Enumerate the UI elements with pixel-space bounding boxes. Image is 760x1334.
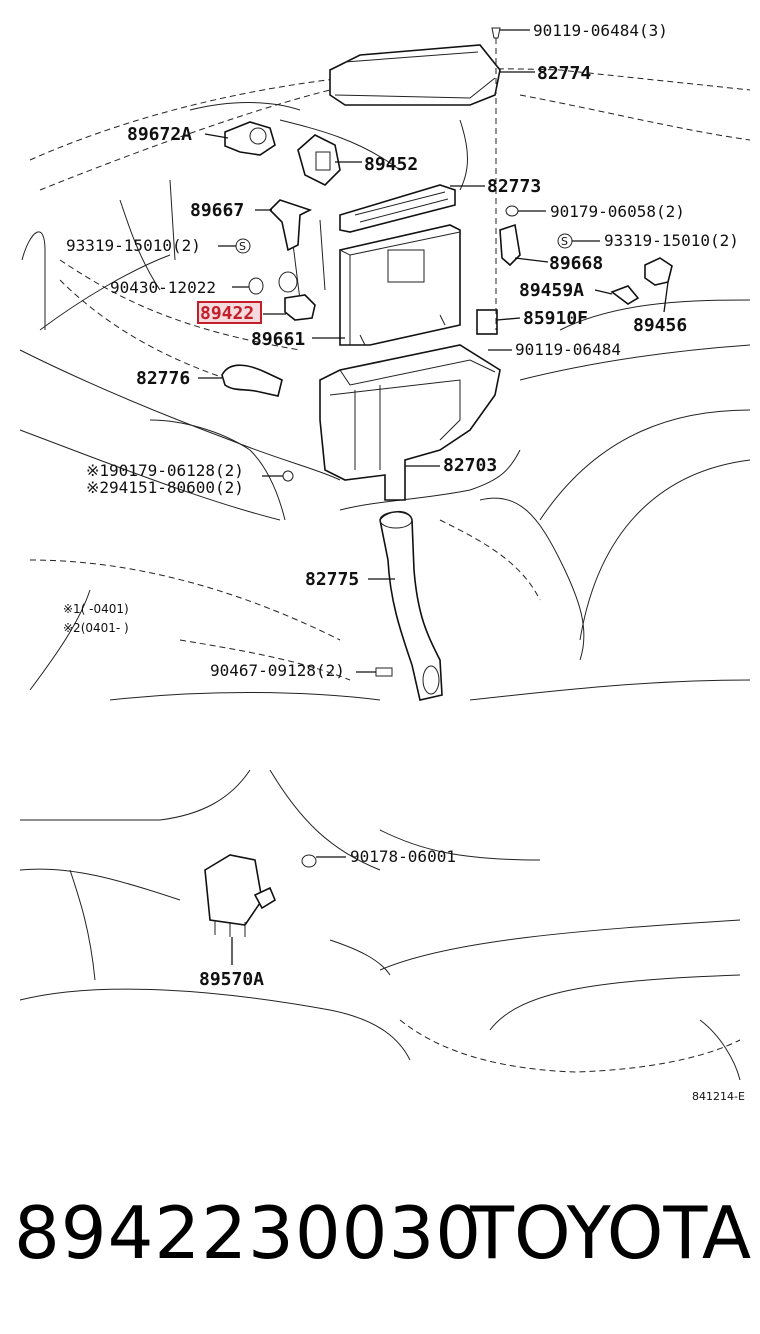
- callout-89456: 89456: [633, 315, 687, 336]
- nut-90178: [301, 854, 317, 868]
- grommet-left: S: [235, 238, 251, 254]
- nut-90179-06128: [282, 470, 294, 482]
- relay-89570a: [204, 854, 263, 937]
- lower-contours: [19, 769, 741, 1081]
- relay-box-cover: [329, 44, 501, 106]
- footnote-1: ※1( -0401): [63, 602, 129, 616]
- callout-90178-06001: 90178-06001: [350, 847, 456, 866]
- callout-90430-12022: 90430-12022: [110, 278, 216, 297]
- ecu-cover-bracket: [339, 184, 456, 233]
- footnote-2: ※2(0401- ): [63, 621, 129, 635]
- callout-89668: 89668: [549, 253, 603, 274]
- callout-94151-80600: ※294151-80600(2): [86, 478, 244, 497]
- footer-part-number: 8942230030: [14, 1191, 483, 1275]
- clip-lower: [253, 886, 277, 910]
- body-contours: [19, 68, 751, 701]
- callout-89570a: 89570A: [199, 969, 264, 990]
- callout-89672a: 89672A: [127, 124, 192, 145]
- sensor-89422: [278, 271, 316, 321]
- sensor-89456: [644, 257, 673, 286]
- nut-90179-06058: [505, 205, 519, 217]
- callout-82776: 82776: [136, 368, 190, 389]
- callout-85910f: 85910F: [523, 308, 588, 329]
- callout-93319-15010-left: 93319-15010(2): [66, 236, 201, 255]
- drawing-code: 841214-E: [692, 1090, 745, 1103]
- ecu-unit: [339, 224, 461, 346]
- callout-90467-09128: 90467-09128(2): [210, 661, 345, 680]
- sensor-89452: [297, 134, 341, 186]
- callout-89667: 89667: [190, 200, 244, 221]
- highlight-box: [197, 301, 262, 324]
- callout-90179-06128: ※190179-06128(2): [86, 461, 244, 480]
- callout-90119-06484-3: 90119-06484(3): [533, 21, 668, 40]
- callout-82703: 82703: [443, 455, 497, 476]
- bolt-90467: [375, 667, 393, 677]
- svg-text:S: S: [561, 235, 568, 248]
- callout-89459a: 89459A: [519, 280, 584, 301]
- sensor-89672a: [224, 121, 276, 156]
- bracket-89667: [268, 199, 313, 252]
- footer-brand: TOYOTA: [470, 1191, 752, 1275]
- grommet-right: S: [557, 233, 573, 249]
- bolt-top: [491, 27, 501, 39]
- air-duct-pipe: [379, 510, 443, 701]
- callout-90119-06484: 90119-06484: [515, 340, 621, 359]
- bracket-89668: [499, 223, 521, 267]
- hose-82776: [221, 364, 283, 397]
- callout-93319-15010-right: 93319-15010(2): [604, 231, 739, 250]
- callout-82773: 82773: [487, 176, 541, 197]
- svg-text:S: S: [239, 240, 246, 253]
- callout-89661: 89661: [251, 329, 305, 350]
- relay-block-housing: [319, 344, 501, 501]
- callout-labels: 90119-06484(3) 82774 89672A 89452 82773 …: [63, 21, 745, 1103]
- callout-90179-06058: 90179-06058(2): [550, 202, 685, 221]
- relay-85910f: [476, 309, 498, 335]
- washer-90430: [248, 277, 264, 295]
- leader-lines: [198, 29, 669, 965]
- callout-89422-highlighted: 89422: [200, 303, 254, 324]
- callout-89452: 89452: [364, 154, 418, 175]
- clamp-89459a: [610, 285, 640, 305]
- callout-82775: 82775: [305, 569, 359, 590]
- callout-82774: 82774: [537, 63, 591, 84]
